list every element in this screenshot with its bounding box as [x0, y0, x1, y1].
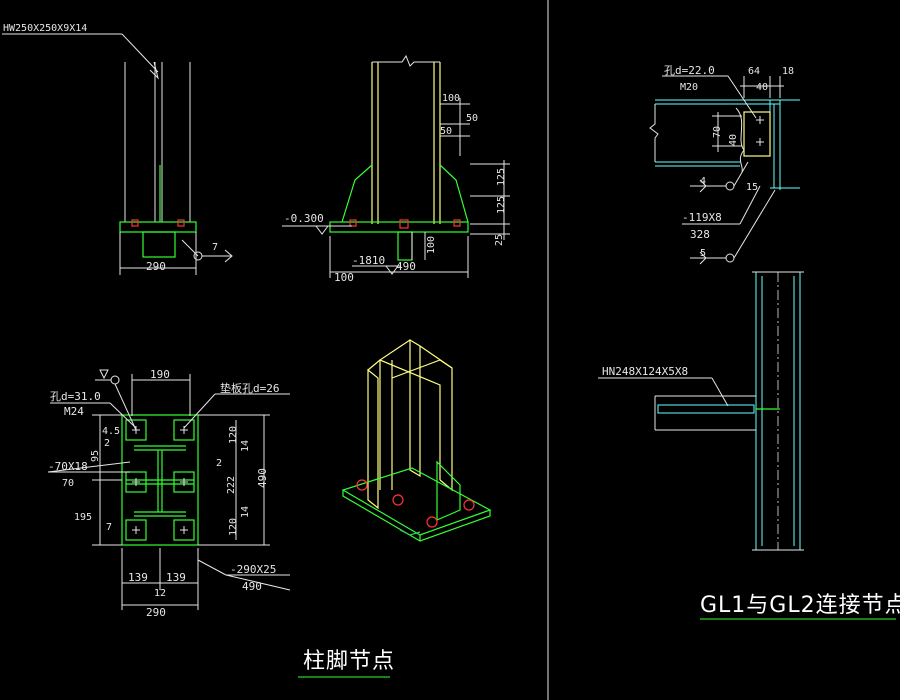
gl-plate-label: -119X8 [682, 211, 722, 224]
beam-connection-elevation-view [598, 271, 804, 551]
gl-dim-40v: 40 [728, 134, 739, 146]
side-dim-25: 25 [494, 234, 505, 246]
gl-callout-5: 5 [700, 248, 706, 259]
gl-bolt-label: M20 [680, 82, 698, 93]
plan-hole-label: 孔d=31.0 [50, 390, 101, 403]
plan-bolt-label: M24 [64, 405, 84, 418]
right-panel-title: GL1与GL2连接节点 [700, 593, 900, 618]
side-dim-100-v: 100 [426, 236, 437, 254]
side-dim-100-top: 100 [442, 93, 460, 104]
plan-dim-14b: 14 [240, 506, 251, 518]
front-width-dim: 290 [146, 260, 166, 273]
side-dim-50b: 50 [440, 126, 452, 137]
plan-dim-120a: 120 [228, 426, 239, 444]
plan-dim-95: 95 [90, 450, 101, 462]
gl-dim-70: 70 [712, 126, 723, 138]
plan-dim-195: 195 [74, 512, 92, 523]
plan-dim-139b: 139 [166, 571, 186, 584]
side-dim-50a: 50 [466, 113, 478, 124]
side-dim-490: 490 [396, 260, 416, 273]
front-section-label: HW250X250X9X14 [3, 23, 87, 34]
side-dim-100-bottom: 100 [334, 271, 354, 284]
gl-dim-18: 18 [782, 66, 794, 77]
column-base-isometric-view [341, 338, 492, 542]
gl-dim-64: 64 [748, 66, 760, 77]
plan-dim-490-bottom: 490 [242, 580, 262, 593]
plan-washer-hole-label: 垫板孔d=26 [220, 381, 280, 395]
plan-dim-14a: 14 [240, 440, 251, 452]
plan-dim-290: 290 [146, 606, 166, 619]
side-dim-125b: 125 [496, 196, 507, 214]
gl-hole-label: 孔d=22.0 [664, 64, 715, 77]
plan-dim-12: 12 [154, 588, 166, 599]
plan-plate-label: -290X25 [230, 563, 276, 576]
column-base-plan-view [47, 369, 291, 610]
gl-dim-15: 15 [746, 182, 758, 193]
plan-stiffener-label: -70X18 [48, 460, 88, 473]
column-base-front-view [2, 33, 233, 275]
front-weld-callout: 7 [212, 242, 218, 253]
side-elev-neg-0300: -0.300 [284, 212, 324, 225]
plan-dim-222: 222 [226, 476, 237, 494]
plan-dim-490: 490 [256, 468, 269, 488]
plan-dim-2a: 2 [104, 438, 110, 449]
plan-dim-70: 70 [62, 478, 74, 489]
plan-dim-45: 4.5 [102, 426, 120, 437]
gl-dim-40: 40 [756, 82, 768, 93]
plan-dim-190: 190 [150, 368, 170, 381]
plan-dim-120b: 120 [228, 518, 239, 536]
left-panel-title: 柱脚节点 [303, 649, 395, 674]
plan-dim-139a: 139 [128, 571, 148, 584]
side-dim-125a: 125 [496, 168, 507, 186]
plan-dim-7: 7 [106, 522, 112, 533]
beam-connection-top-view [649, 75, 800, 265]
column-base-side-view [282, 54, 510, 278]
plan-dim-2b: 2 [216, 458, 222, 469]
gl-dim-328: 328 [690, 228, 710, 241]
side-elev-neg-1810: -1810 [352, 254, 385, 267]
gl-beam-label: HN248X124X5X8 [602, 365, 688, 378]
gl-callout-4: 4 [700, 176, 706, 187]
